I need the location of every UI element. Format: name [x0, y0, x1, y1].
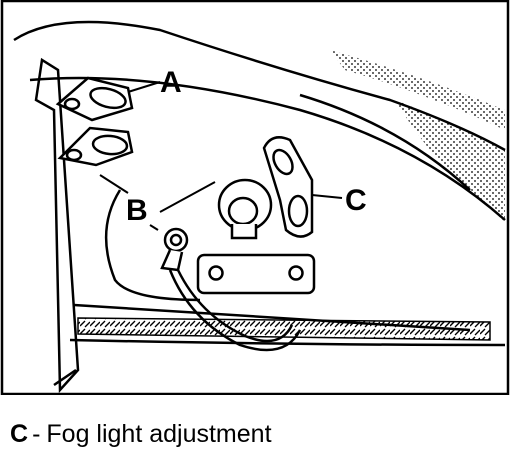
caption-separator: - — [32, 420, 41, 448]
leader-b-1 — [99, 174, 129, 194]
mounting-plate — [196, 253, 316, 295]
stippled-bumper-band — [395, 100, 505, 222]
leader-b-2 — [159, 181, 216, 213]
figure-caption: C-Fog light adjustment — [10, 414, 272, 454]
caption-key: C — [10, 420, 29, 448]
leader-a — [127, 81, 161, 93]
caption-text: Fog light adjustment — [46, 420, 272, 448]
callout-c: C — [345, 184, 367, 217]
callout-a: A — [160, 66, 182, 99]
wiring-harness — [168, 269, 302, 352]
bracket-a — [55, 76, 134, 122]
bulb-socket — [160, 227, 189, 272]
seal-strip — [77, 317, 491, 341]
bracket-b — [57, 126, 134, 167]
adjusting-knob — [217, 178, 273, 240]
stippled-bumper-band-top — [330, 50, 505, 130]
leader-c — [311, 194, 343, 199]
left-post — [34, 57, 80, 394]
bracket-c — [262, 136, 314, 238]
diagram-frame — [0, 0, 510, 395]
leader-b-3 — [149, 224, 159, 231]
callout-b: B — [126, 194, 148, 227]
callout-leaders — [99, 81, 343, 231]
fog-light-mounting-diagram: A B C — [0, 0, 510, 395]
